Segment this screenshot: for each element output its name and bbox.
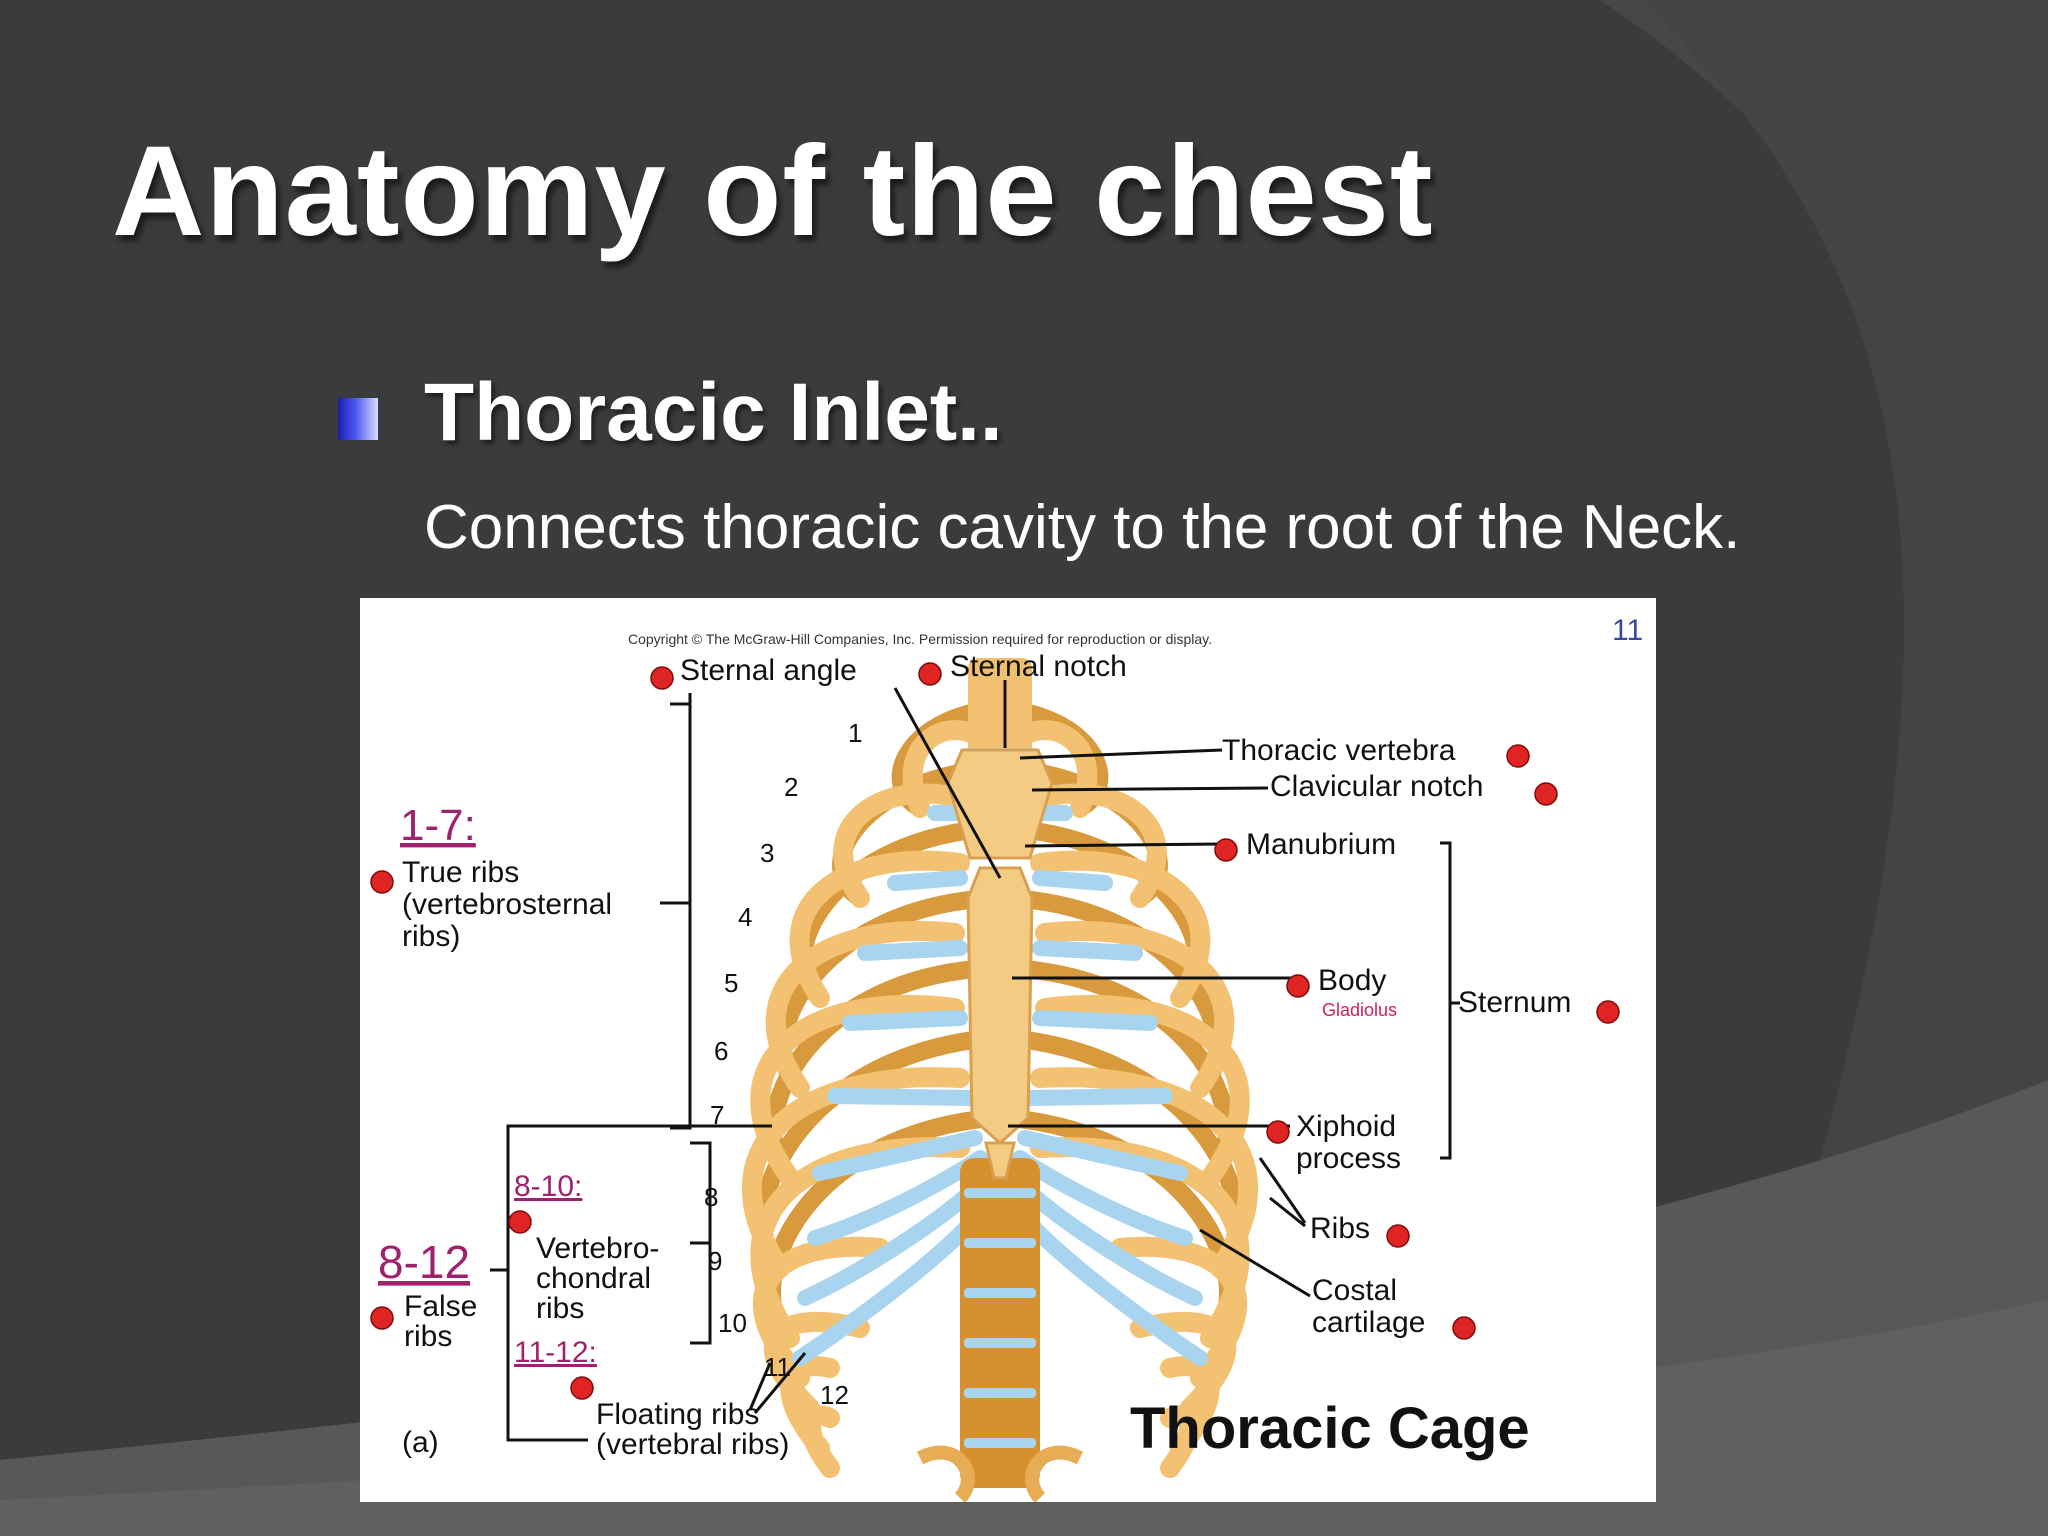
marker-ribs — [1386, 1224, 1410, 1248]
label-false-1: False — [404, 1290, 477, 1323]
marker-sternal-angle — [650, 666, 674, 690]
marker-sternal-notch — [918, 662, 942, 686]
rib-number-6: 6 — [714, 1036, 728, 1066]
marker-false-ribs — [370, 1306, 394, 1330]
label-xiphoid-1: Xiphoid — [1296, 1110, 1396, 1143]
label-false-2: ribs — [404, 1320, 452, 1353]
bullet-text: Connects thoracic cavity to the root of … — [424, 493, 1741, 562]
rib-numbers: 1 2 3 4 5 6 7 8 9 10 11 12 — [704, 718, 862, 1410]
label-sternal-angle: Sternal angle — [680, 654, 857, 687]
rib-number-1: 1 — [848, 718, 862, 748]
label-floating-1: Floating ribs — [596, 1398, 759, 1431]
label-vc-3: ribs — [536, 1292, 584, 1325]
marker-body — [1286, 974, 1310, 998]
label-costal-2: cartilage — [1312, 1306, 1425, 1339]
label-sternal-notch: Sternal notch — [950, 650, 1127, 683]
rib-number-2: 2 — [784, 772, 798, 802]
rib-number-12: 12 — [820, 1380, 849, 1410]
rib-number-4: 4 — [738, 902, 752, 932]
rib-number-3: 3 — [760, 838, 774, 868]
rib-number-5: 5 — [724, 968, 738, 998]
label-vc-1: Vertebro- — [536, 1232, 659, 1265]
slide-title: Anatomy of the chest — [112, 120, 1434, 263]
red-markers — [370, 662, 1620, 1400]
rib-number-9: 9 — [708, 1246, 722, 1276]
bullet-heading: Thoracic Inlet.. — [424, 367, 1003, 458]
label-vc-2: chondral — [536, 1262, 651, 1295]
marker-11-12 — [570, 1376, 594, 1400]
marker-costal-cartilage — [1452, 1316, 1476, 1340]
label-thoracic-vertebra: Thoracic vertebra — [1222, 734, 1456, 767]
label-range-1-7: 1-7: — [400, 801, 476, 850]
rib-cage-illustration — [741, 658, 1259, 1502]
label-range-11-12: 11-12: — [514, 1336, 597, 1369]
marker-xiphoid — [1266, 1120, 1290, 1144]
rib-number-7: 7 — [710, 1100, 724, 1130]
marker-thoracic-vertebra — [1506, 744, 1530, 768]
label-true-ribs-3: ribs) — [402, 920, 460, 953]
label-xiphoid-2: process — [1296, 1142, 1401, 1175]
labels: Sternal angle Sternal notch Thoracic ver… — [378, 650, 1571, 1461]
rib-number-8: 8 — [704, 1182, 718, 1212]
rib-number-11: 11 — [764, 1352, 791, 1382]
thoracic-cage-figure: Copyright © The McGraw-Hill Companies, I… — [360, 598, 1656, 1502]
label-costal-1: Costal — [1312, 1274, 1397, 1307]
label-gladiolus: Gladiolus — [1322, 1000, 1397, 1020]
label-ribs: Ribs — [1310, 1212, 1370, 1245]
label-true-ribs-2: (vertebrosternal — [402, 888, 612, 921]
marker-manubrium — [1214, 838, 1238, 862]
label-range-8-12: 8-12 — [378, 1236, 470, 1288]
label-panel-letter: (a) — [402, 1426, 439, 1459]
label-sternum: Sternum — [1458, 986, 1571, 1019]
label-body: Body — [1318, 964, 1386, 997]
label-clavicular-notch: Clavicular notch — [1270, 770, 1483, 803]
marker-true-ribs — [370, 870, 394, 894]
rib-number-10: 10 — [718, 1308, 747, 1338]
thoracic-cage-diagram: Copyright © The McGraw-Hill Companies, I… — [370, 614, 1643, 1502]
marker-clavicular-notch — [1534, 782, 1558, 806]
label-true-ribs-1: True ribs — [402, 856, 519, 889]
label-manubrium: Manubrium — [1246, 828, 1396, 861]
marker-sternum — [1596, 1000, 1620, 1024]
marker-8-10 — [508, 1210, 532, 1234]
figure-caption: Thoracic Cage — [1130, 1396, 1530, 1461]
label-floating-2: (vertebral ribs) — [596, 1428, 789, 1461]
leader-lines — [490, 680, 1460, 1442]
copyright-text: Copyright © The McGraw-Hill Companies, I… — [628, 631, 1212, 647]
bullet-marker — [338, 398, 378, 440]
label-range-8-10: 8-10: — [514, 1170, 582, 1203]
page-number: 11 — [1612, 614, 1643, 647]
